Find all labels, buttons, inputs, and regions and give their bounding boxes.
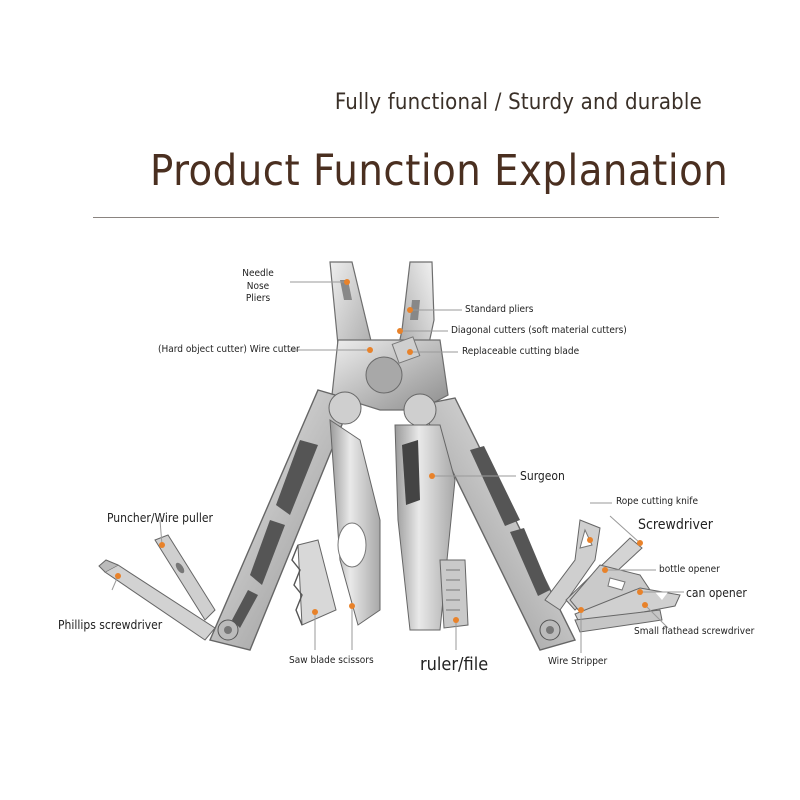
label-surgeon: Surgeon	[520, 469, 565, 483]
label-can-opener: can opener	[686, 586, 747, 600]
label-puncher: Puncher/Wire puller	[107, 511, 213, 525]
label-diagonal-cutters: Diagonal cutters (soft material cutters)	[451, 325, 627, 336]
saw-blade	[291, 539, 337, 626]
pliers-head	[331, 336, 449, 411]
ruler-file	[439, 559, 469, 629]
orange-markers	[115, 279, 648, 623]
label-screwdriver: Screwdriver	[638, 517, 713, 533]
label-saw-blade-scissors: Saw blade scissors	[289, 655, 374, 666]
label-wire-stripper: Wire Stripper	[548, 656, 608, 667]
title-divider	[93, 217, 719, 218]
right-handle	[418, 397, 577, 651]
small-flathead-tool	[574, 609, 663, 633]
label-bottle-opener: bottle opener	[659, 564, 720, 575]
page-title: Product Function Explanation	[150, 146, 729, 196]
label-small-flathead: Small flathead screwdriver	[634, 626, 755, 637]
right-pivot-screw	[403, 393, 437, 427]
label-needle-nose-pliers: Needle Nose Pliers	[242, 268, 274, 304]
label-replaceable-blade: Replaceable cutting blade	[462, 346, 580, 357]
label-rope-cutting-knife: Rope cutting knife	[616, 496, 698, 507]
left-handle	[209, 389, 353, 651]
page-subtitle: Fully functional / Sturdy and durable	[334, 90, 702, 115]
leader-lines	[111, 281, 684, 653]
label-wire-cutter: (Hard object cutter) Wire cutter	[158, 344, 300, 355]
scissors	[329, 419, 381, 626]
left-pivot-screw	[328, 391, 362, 425]
label-standard-pliers: Standard pliers	[465, 304, 534, 315]
label-phillips-screwdriver: Phillips screwdriver	[58, 618, 163, 632]
puncher-tool	[154, 534, 216, 621]
phillips-screwdriver-tool	[98, 559, 216, 641]
label-ruler-file: ruler/file	[420, 654, 489, 675]
rope-cutting-knife-tool	[544, 519, 601, 611]
